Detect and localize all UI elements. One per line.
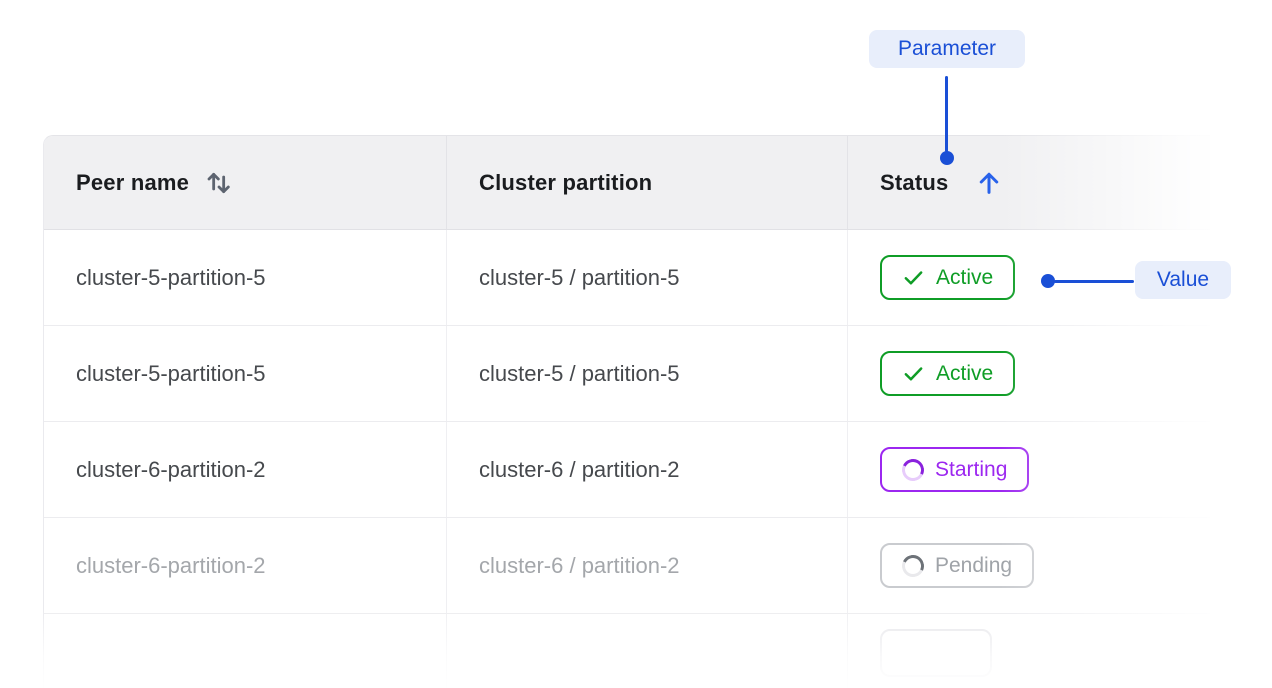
table-row: cluster-5-partition-5 cluster-5 / partit…	[44, 326, 1210, 422]
check-icon	[904, 271, 923, 285]
cluster-partition-cell	[447, 614, 848, 688]
status-cell: Starting	[848, 422, 1210, 517]
peer-name-cell: cluster-6-partition-2	[44, 422, 447, 517]
column-header-label: Peer name	[76, 169, 190, 195]
cluster-partition-cell: cluster-6 / partition-2	[447, 422, 848, 517]
column-header-label: Status	[880, 169, 949, 195]
status-cell: Active	[848, 326, 1210, 421]
status-badge-active: Active	[880, 255, 1016, 300]
peer-name-cell: cluster-5-partition-5	[44, 326, 447, 421]
column-header-cluster-partition: Cluster partition	[447, 136, 848, 229]
table-row-partial	[44, 614, 1210, 688]
status-badge-label: Active	[936, 361, 994, 385]
status-badge-fading	[880, 629, 992, 677]
up-arrow-icon[interactable]	[974, 168, 1004, 198]
parameter-callout-chip: Parameter	[869, 30, 1025, 68]
status-badge-starting: Starting	[880, 447, 1030, 492]
table-header-row: Peer name Cluster partition Status	[44, 136, 1210, 230]
table-row: cluster-5-partition-5 cluster-5 / partit…	[44, 230, 1210, 326]
status-badge-active: Active	[880, 351, 1016, 396]
up-down-arrows-icon[interactable]	[203, 167, 235, 199]
column-header-label: Cluster partition	[479, 169, 653, 195]
status-badge-label: Active	[936, 265, 994, 289]
status-badge-label: Pending	[935, 553, 1013, 577]
status-cell	[848, 614, 1210, 688]
status-badge-label: Starting	[935, 457, 1008, 481]
spinner-icon	[898, 551, 928, 580]
peers-table: Peer name Cluster partition Status	[43, 135, 1210, 688]
table-row: cluster-6-partition-2 cluster-6 / partit…	[44, 422, 1210, 518]
status-badge-pending: Pending	[880, 543, 1035, 588]
spinner-icon	[898, 455, 928, 484]
table-row: cluster-6-partition-2 cluster-6 / partit…	[44, 518, 1210, 614]
status-cell: Active	[848, 230, 1210, 325]
peer-name-cell: cluster-6-partition-2	[44, 518, 447, 613]
status-cell: Pending	[848, 518, 1210, 613]
cluster-partition-cell: cluster-5 / partition-5	[447, 230, 848, 325]
cluster-partition-cell: cluster-6 / partition-2	[447, 518, 848, 613]
column-header-peer-name[interactable]: Peer name	[44, 136, 447, 229]
check-icon	[904, 367, 923, 381]
peer-name-cell: cluster-5-partition-5	[44, 230, 447, 325]
peer-name-cell	[44, 614, 447, 688]
cluster-partition-cell: cluster-5 / partition-5	[447, 326, 848, 421]
column-header-status[interactable]: Status	[848, 136, 1210, 229]
